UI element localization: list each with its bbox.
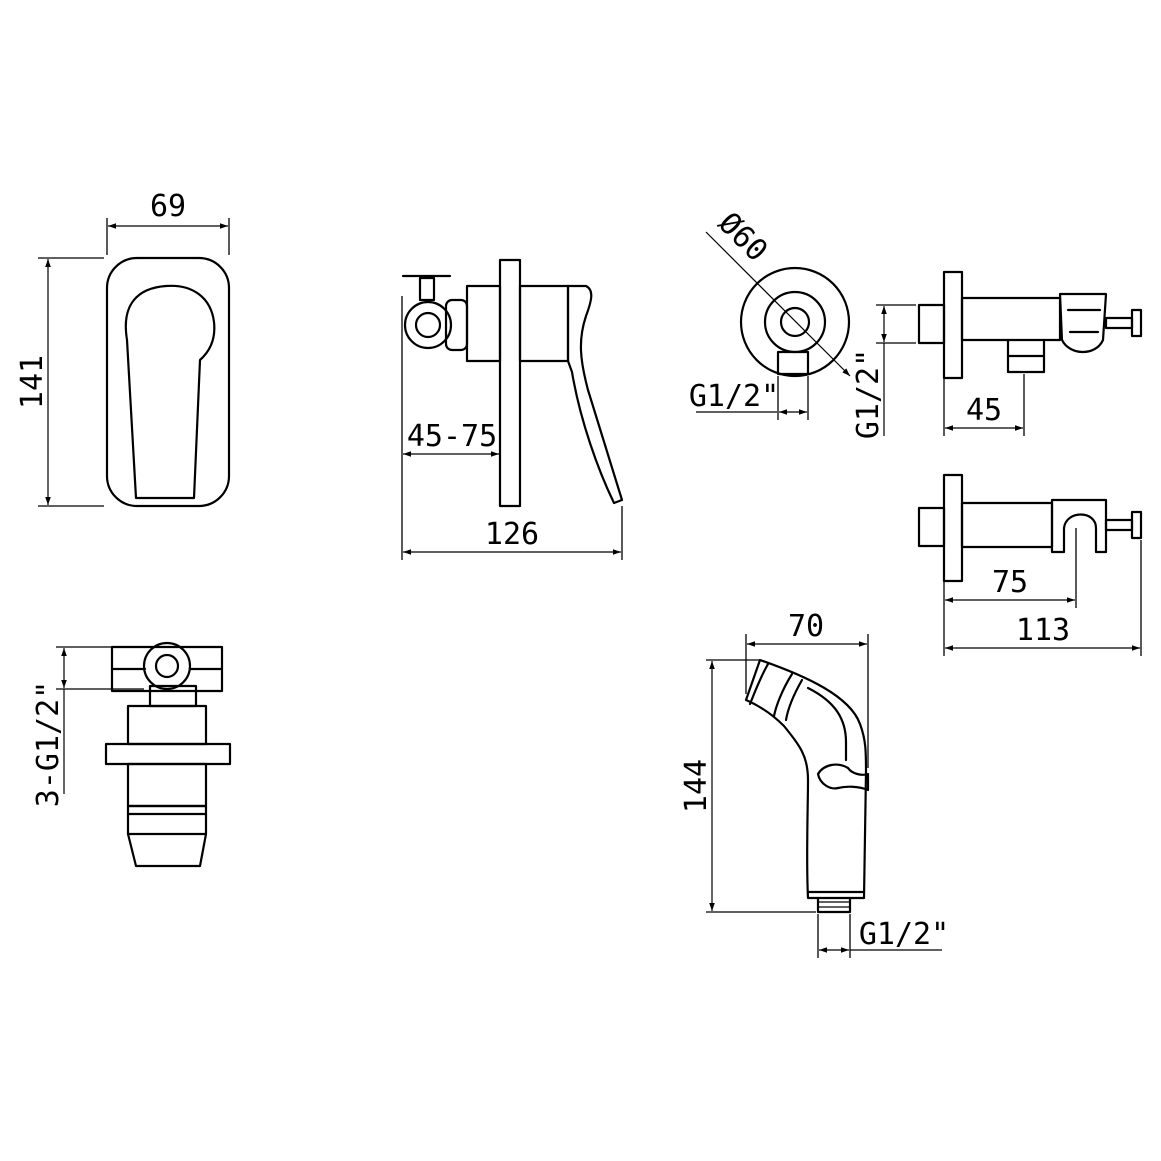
outlet-bore	[779, 306, 811, 338]
inlet-stem	[418, 276, 436, 302]
holder-wall-stub	[917, 506, 946, 548]
dim-holder-projection: 75	[992, 565, 1028, 600]
outlet-arm	[960, 296, 1062, 342]
body-upper	[126, 704, 208, 746]
outlet-nipple	[776, 350, 810, 376]
mixer-body-side	[465, 284, 502, 363]
dim-spray-thread: G1/2"	[859, 917, 949, 952]
outlet-knob	[1104, 316, 1134, 330]
inlet-port-outer	[403, 300, 453, 350]
wall-plate-side	[498, 258, 522, 508]
outlet-side-view: G1/2" 45	[851, 270, 1143, 439]
dim-holder-length: 113	[1016, 613, 1070, 648]
spray-thread	[816, 896, 852, 914]
outlet-front-view: Ø60 G1/2"	[689, 206, 851, 420]
hand-spray-view: 70 144 G1/2"	[679, 609, 949, 958]
spray-head-ring	[748, 662, 770, 706]
body-lower	[126, 762, 208, 808]
holder-arm	[960, 501, 1054, 549]
holder-flange	[942, 473, 964, 583]
dim-outlet-thread-side: G1/2"	[851, 349, 886, 439]
holder-cradle	[1050, 498, 1108, 554]
spray-outline	[744, 658, 868, 900]
spray-trigger	[816, 763, 870, 792]
front-plate-view: 69 141	[15, 189, 231, 508]
inlet-port-inner	[414, 311, 442, 339]
outlet-rosette	[739, 266, 851, 378]
dim-line-diameter	[705, 231, 851, 377]
mixer-side-view: 45-75 126	[401, 258, 624, 560]
body-port-inner	[154, 653, 180, 679]
spray-neck-curve	[806, 686, 848, 762]
dim-wall-depth: 45-75	[407, 419, 497, 454]
outlet-wall-stub	[917, 303, 946, 345]
body-flange	[104, 742, 232, 766]
dim-outlet-diameter: Ø60	[711, 206, 774, 269]
concealed-body-view: 3-G1/2"	[31, 641, 232, 868]
holder-side-view: 75 113	[917, 473, 1143, 656]
inlet-fitting	[444, 298, 469, 352]
dim-mixer-length: 126	[485, 517, 539, 552]
lever-handle-front	[124, 284, 216, 500]
outlet-flange	[942, 270, 964, 380]
cover-plate	[105, 256, 231, 508]
dim-spray-width: 70	[788, 609, 824, 644]
body-cartridge	[126, 812, 208, 868]
dim-outlet-thread-front: G1/2"	[689, 379, 779, 414]
lever-side	[566, 284, 624, 505]
body-port-outer	[142, 641, 192, 691]
dim-plate-width: 69	[150, 189, 186, 224]
dim-body-connections: 3-G1/2"	[31, 681, 66, 807]
holder-knob	[1104, 518, 1134, 532]
dim-plate-height: 141	[15, 355, 50, 409]
outlet-holder-cup	[1058, 292, 1108, 354]
mixer-cap-side	[518, 284, 570, 363]
dim-spray-height: 144	[679, 759, 714, 813]
dim-outlet-projection: 45	[966, 393, 1002, 428]
outlet-ring	[763, 290, 827, 354]
